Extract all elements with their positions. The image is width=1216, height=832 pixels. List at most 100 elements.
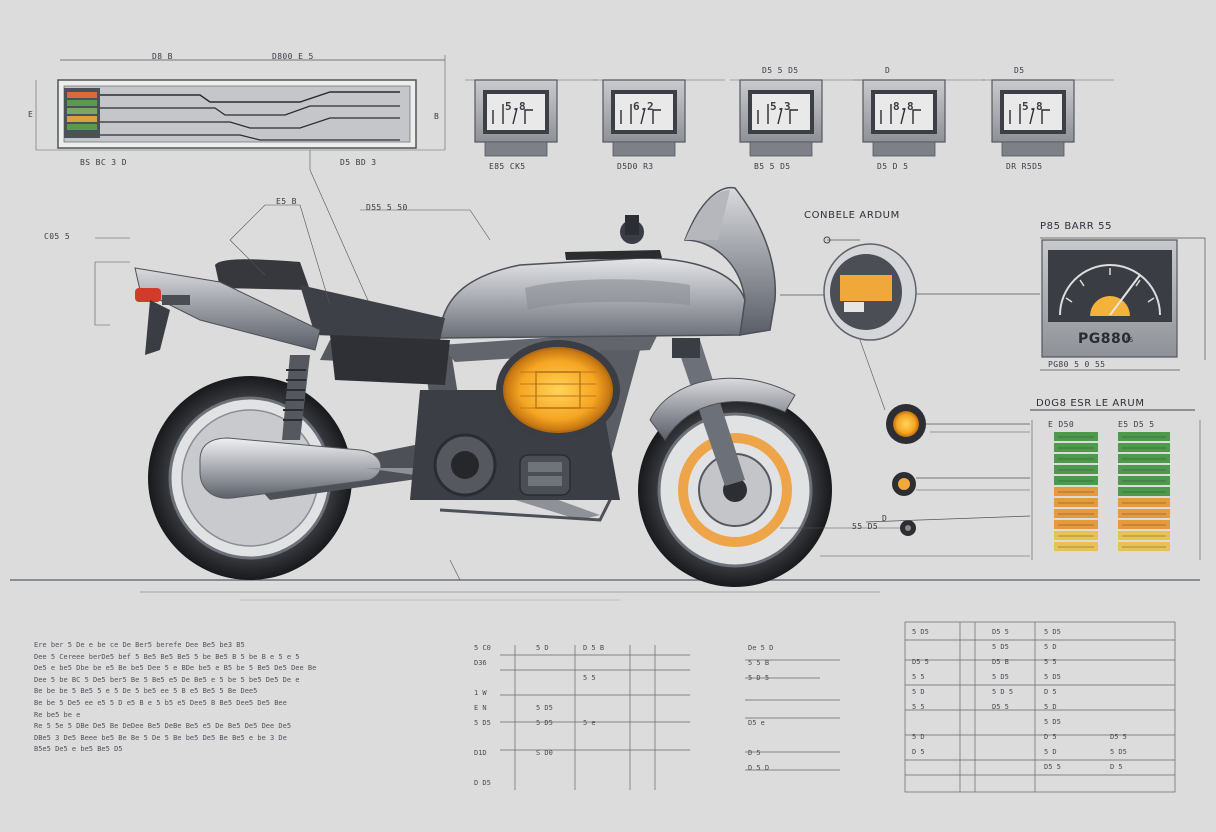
diagnostic-code-bar: [1054, 465, 1098, 474]
table-cell: 5 D: [1044, 643, 1057, 651]
handlebar: [565, 215, 662, 260]
seat: [215, 259, 450, 385]
diagnostic-code-bar: [1054, 542, 1098, 551]
table-cell: [536, 760, 553, 775]
table-cell: 5 e: [583, 719, 596, 727]
table-cell: D5 5: [1110, 733, 1127, 741]
table-cell: [1110, 654, 1127, 669]
table-cell: E N: [474, 704, 487, 712]
table-cell: 5 D5: [536, 719, 553, 727]
table-cell: 5 D5: [1110, 748, 1127, 756]
table-cell: [583, 745, 604, 760]
bottom-paragraph: Ere ber 5 De e be ce De Ber5 berefe Dee …: [34, 640, 414, 756]
paragraph-line: B5e5 De5 e be5 Be5 D5: [34, 745, 123, 754]
waveform-trace: [100, 91, 400, 141]
table-cell: 5 D5: [992, 673, 1009, 681]
gauge-panel-caption: B5 5 D5: [754, 162, 791, 171]
speedometer-code: PG880: [1078, 331, 1132, 347]
table-cell: D 5: [1110, 763, 1123, 771]
gauge-panel: [730, 79, 862, 157]
table-cell: 5 5: [912, 703, 925, 711]
diagnostic-code-bar: [1054, 487, 1098, 496]
table-cell: D5 5: [1044, 763, 1061, 771]
table-cell: 5 D: [536, 644, 549, 652]
table-cell: 5 D 5: [992, 688, 1014, 696]
diagnostic-code-bar: [1118, 487, 1170, 496]
gauge-panel-caption: D5 D 5: [877, 162, 909, 171]
callout-left-small: C05 5: [44, 232, 71, 241]
gauge-panel-readout: 8.8: [893, 100, 915, 113]
table-cell: 5 D5: [474, 719, 491, 727]
table-cell: [474, 760, 491, 775]
paragraph-line: Dee 5 Cereee berDe5 bef 5 Be5 Be5 Be5 5 …: [34, 652, 300, 661]
exhaust-pipe: [199, 437, 612, 522]
dim-label-2: D800 E 5: [272, 52, 314, 61]
gauge-header: CONBELE ARDUM: [804, 210, 900, 221]
indicator-lights: [780, 339, 1031, 557]
table-cell: [1110, 684, 1127, 699]
mini-display: [64, 88, 100, 138]
table-cell: 5 D 5: [748, 674, 770, 682]
table-cell: [748, 685, 773, 700]
table-cell: D 5: [1044, 733, 1057, 741]
table-cell: D 5 D: [748, 764, 770, 772]
table-cell: [536, 685, 553, 700]
table-cell: 5 D: [1044, 748, 1057, 756]
table-cell: [583, 775, 604, 790]
table-cell: 5 D5: [536, 704, 553, 712]
gauge-panel-readout: 5.8: [1022, 100, 1044, 113]
table-cell: [992, 714, 1013, 729]
right-side-tick: B: [434, 112, 440, 121]
left-side-tick: E: [28, 110, 34, 119]
diagnostic-code-bar: [1118, 476, 1170, 485]
wheel-callout-1: D: [882, 514, 888, 523]
table-cell: 5 D5: [992, 643, 1009, 651]
gauge-panel-caption: DR R5D5: [1006, 162, 1043, 171]
speedometer-unit: D5: [1126, 337, 1134, 344]
table-cell: 5 5: [1044, 658, 1057, 666]
tail-section: [134, 267, 321, 355]
table-cell: 5 5: [912, 673, 925, 681]
diagnostic-code-bar: [1054, 520, 1098, 529]
table-cell: [536, 730, 553, 745]
table-cell: D 5 B: [583, 644, 605, 652]
diagnostic-code-bar: [1118, 498, 1170, 507]
gauge-panel-caption: D5D0 R3: [617, 162, 654, 171]
paragraph-line: Ere ber 5 De e be ce De Ber5 berefe Dee …: [34, 641, 245, 649]
table-cell: 5 5 B: [748, 659, 770, 667]
paragraph-line: De5 e be5 Dbe be e5 Be be5 Dee 5 e BDe b…: [34, 664, 317, 673]
diag-col-header-2: E5 D5 5: [1118, 420, 1155, 429]
paragraph-line: Re 5 5e 5 DBe De5 Be DeDee Be5 DeBe Be5 …: [34, 722, 292, 731]
table-cell: [992, 744, 1013, 759]
table-cell: D D5: [474, 779, 491, 787]
gauge-panel-caption: E85 CK5: [489, 162, 526, 171]
top-left-panel: [35, 55, 446, 306]
bottom-table-a: [500, 645, 690, 790]
table-cell: D 5: [748, 749, 761, 757]
paragraph-line: DBe5 3 De5 Beee be5 Be Be 5 De 5 Be be5 …: [34, 733, 287, 742]
table-cell: [1110, 624, 1127, 639]
table-cell: [474, 730, 491, 745]
table-cell: [748, 775, 773, 790]
diagnostic-code-bar: [1118, 520, 1170, 529]
engine-indicator-light: [496, 340, 620, 440]
gauge-panel: [853, 79, 985, 157]
ground-line: [10, 579, 1200, 601]
table-cell: D5 5: [992, 703, 1009, 711]
callout-tank-right: D55 5 50: [366, 203, 408, 212]
gauge-panel-readout: 5.8: [505, 100, 527, 113]
table-cell: D5 5: [992, 628, 1009, 636]
table-cell: 1 W: [474, 689, 487, 697]
diagnostic-code-bar: [1118, 509, 1170, 518]
gauge-panel: [465, 79, 597, 157]
callout-lines: [94, 204, 491, 581]
gauge-panel-readout: 5.3: [770, 100, 792, 113]
table-cell: D5 e: [748, 719, 765, 727]
gauge-panel-readout: 6.2: [633, 100, 655, 113]
diagnostic-code-bar: [1054, 432, 1098, 441]
